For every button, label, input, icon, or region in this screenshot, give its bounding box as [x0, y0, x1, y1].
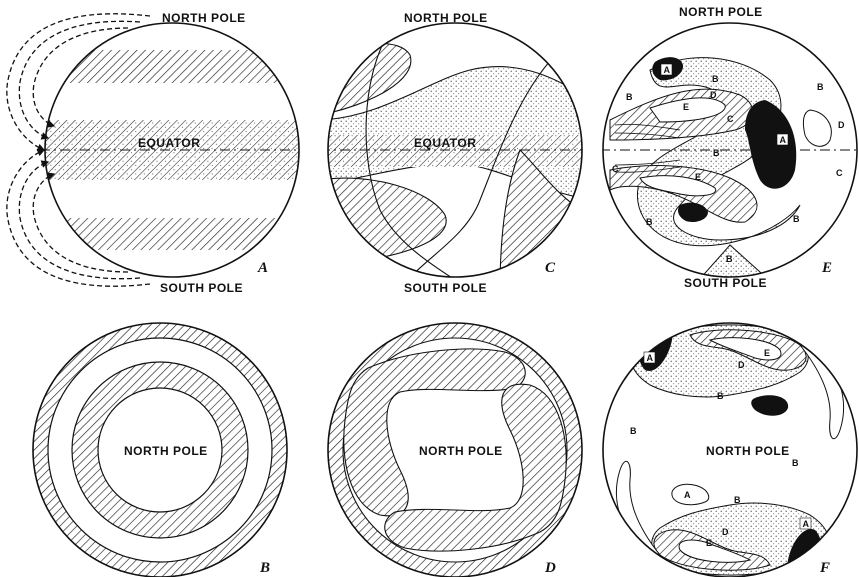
panel-f-north-pole-label: NORTH POLE [706, 444, 790, 458]
panel-f-zone-d-1: D [738, 360, 745, 370]
panel-f-zone-b-1: B [717, 391, 724, 401]
panel-f-zone-b-3: B [792, 458, 799, 468]
panel-c: NORTH POLE EQUATOR SOUTH POLE C [320, 11, 590, 295]
panel-f: A A A A B B B B D D E E NORTH POLE F [603, 323, 857, 577]
panel-f-zone-e-1: E [764, 348, 770, 358]
panel-c-equator-label: EQUATOR [414, 136, 476, 150]
panel-a-south-pole-label: SOUTH POLE [160, 281, 243, 295]
panel-c-zones [320, 30, 590, 290]
panel-e-zone-b-6: B [793, 214, 800, 224]
panel-f-zone-a-2: A [770, 403, 777, 413]
panel-e-zone-b-2: B [712, 74, 719, 84]
panel-e-zone-d-1: D [710, 90, 717, 100]
panel-c-north-pole-label: NORTH POLE [404, 11, 488, 25]
panel-e-zone-b-4: B [713, 148, 720, 158]
panel-b-north-pole-label: NORTH POLE [124, 444, 208, 458]
panel-e-zone-c-1: C [612, 164, 619, 174]
panel-f-zone-b-4: B [734, 495, 741, 505]
panel-b: NORTH POLE B [33, 323, 287, 577]
panel-a-bands [40, 50, 310, 250]
panel-a: NORTH POLE EQUATOR SOUTH POLE A [7, 11, 310, 295]
panel-e-zone-a-2: A [780, 135, 787, 145]
panel-c-letter: C [545, 260, 556, 276]
panel-f-zone-e-2: E [706, 538, 712, 548]
panel-f-zone-a-3: A [684, 490, 691, 500]
panel-e-zone-d-2: D [838, 120, 845, 130]
panel-e-north-pole-label: NORTH POLE [679, 5, 763, 19]
panel-d-north-pole-label: NORTH POLE [419, 444, 503, 458]
panel-e: A A A B B B B B B B C C C D D E E NORTH … [600, 5, 859, 290]
panel-f-zone-b-2: B [630, 426, 637, 436]
panel-f-zone-d-2: D [722, 527, 729, 537]
panel-e-zone-b-5: B [646, 217, 653, 227]
panel-e-zone-b-7: B [726, 254, 733, 264]
panel-d: NORTH POLE D [328, 323, 582, 577]
panel-e-zone-a-3: A [690, 208, 697, 218]
panel-a-north-pole-label: NORTH POLE [162, 11, 246, 25]
panel-e-south-pole-label: SOUTH POLE [684, 276, 767, 290]
panel-a-equator-label: EQUATOR [138, 136, 200, 150]
panel-e-letter: E [821, 260, 832, 276]
panel-d-letter: D [544, 560, 556, 576]
panel-f-letter: F [819, 560, 830, 576]
panel-c-south-pole-label: SOUTH POLE [404, 281, 487, 295]
panel-e-zone-b-3: B [817, 82, 824, 92]
panel-e-zone-b-1: B [626, 92, 633, 102]
panel-e-zone-c-2: C [727, 114, 734, 124]
panel-a-letter: A [257, 260, 268, 276]
panel-e-zone-e-2: E [695, 172, 701, 182]
panel-e-zone-a-1: A [664, 65, 671, 75]
panel-b-letter: B [259, 560, 270, 576]
panel-f-zone-a-4: A [803, 519, 810, 529]
panel-e-zone-c-3: C [836, 168, 843, 178]
panel-e-zone-e-1: E [683, 102, 689, 112]
panel-f-zone-a-1: A [647, 353, 654, 363]
